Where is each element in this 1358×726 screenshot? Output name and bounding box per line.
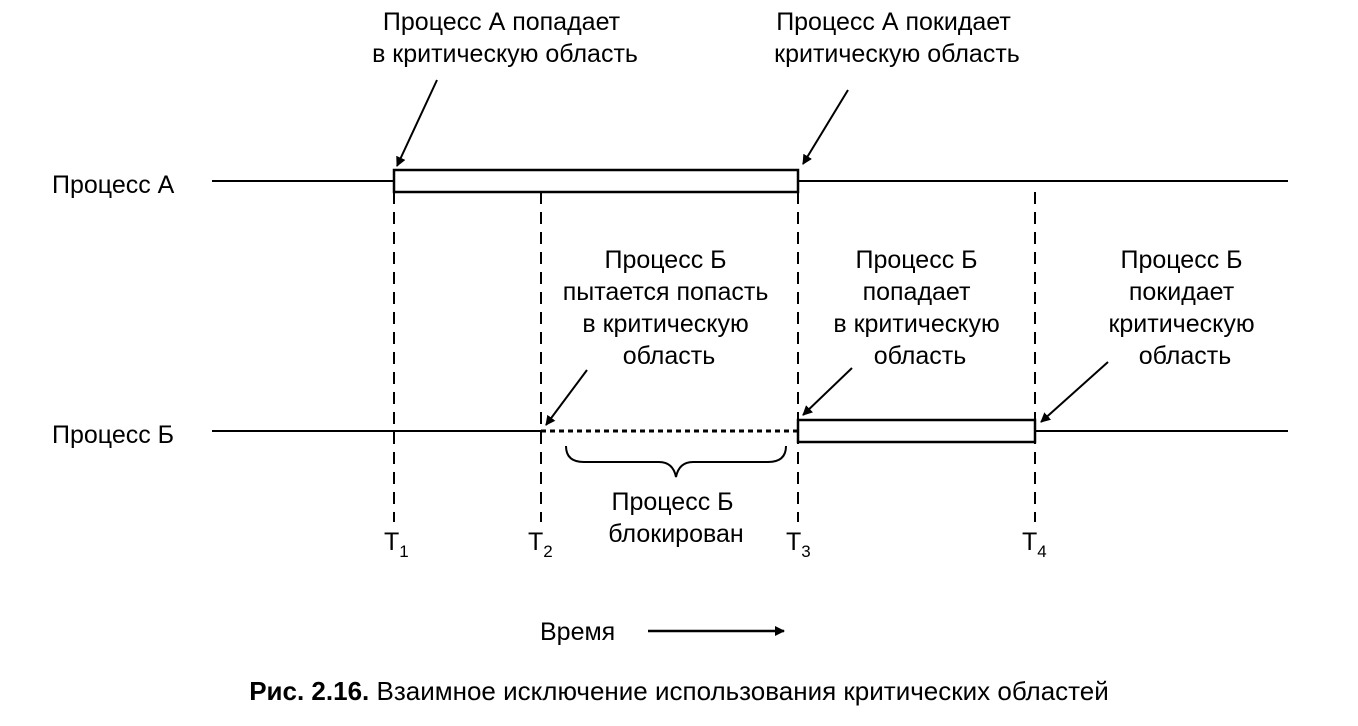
figure-number: Рис. 2.16. [249,676,369,706]
arrow-b-tries [545,369,588,426]
arrow-a-enters [396,79,438,167]
time-label-t1: T1 [384,528,409,561]
process-b-label: Процесс Б [52,421,174,449]
time-label-t4: T4 [1022,528,1047,561]
process-a-label: Процесс А [52,171,175,199]
annotation-b-blocked: Процесс Б блокирован [608,488,743,548]
figure-caption: Рис. 2.16. Взаимное исключение использов… [249,676,1109,706]
arrow-b-leaves [1040,361,1109,423]
blocked-brace [565,445,787,478]
time-axis-label: Время [540,618,615,646]
time-label-t2: T2 [528,528,553,561]
process-a-critical-region [392,168,800,194]
annotation-b-tries: Процесс Б пытается попасть в критическую… [563,246,776,370]
annotation-b-leaves: Процесс Б покидает критическую область [1108,246,1261,370]
arrow-b-enters [802,367,853,416]
annotation-b-enters: Процесс Б попадает в критическую область [833,246,1006,370]
time-label-t3: T3 [786,528,811,561]
process-b-critical-region [796,418,1037,444]
annotation-a-enters: Процесс А попадает в критическую область [372,8,638,68]
annotation-a-leaves: Процесс А покидает критическую область [774,8,1020,68]
figure-caption-text: Взаимное исключение использования критич… [369,676,1109,706]
arrow-a-leaves [802,89,849,165]
